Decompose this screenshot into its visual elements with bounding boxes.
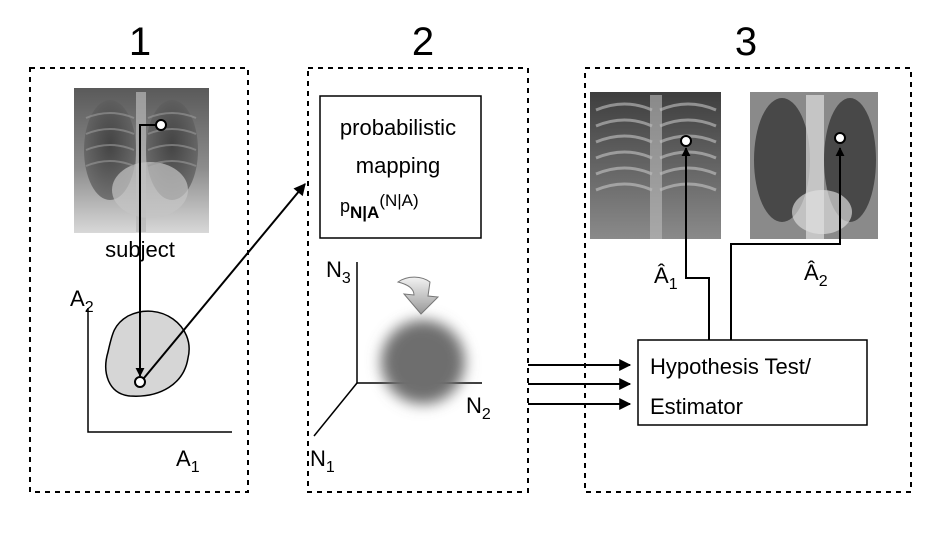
panel1-axes	[87, 308, 232, 433]
panel-number-1: 1	[129, 20, 151, 64]
estimator-line2: Estimator	[650, 394, 743, 419]
estimate-1-label: Â1	[654, 263, 678, 293]
parameter-point-marker	[134, 376, 146, 388]
panel-number-2: 2	[412, 20, 434, 64]
subject-chest-xray	[74, 88, 209, 233]
panel-2-border	[307, 67, 529, 493]
mapping-arrow	[143, 183, 306, 379]
panel-1-border	[29, 67, 249, 493]
parameter-region	[105, 310, 190, 397]
estimate-2-point-marker	[834, 132, 846, 144]
estimator-line1: Hypothesis Test/	[650, 354, 812, 379]
panel-3-border	[584, 67, 912, 493]
mapping-box-line1: probabilistic	[340, 115, 456, 140]
subject-to-parameter-arrow	[135, 124, 161, 377]
xray-point-marker	[155, 119, 167, 131]
axis-n3-label: N3	[326, 257, 351, 287]
hypothesis-test-estimator-box	[637, 339, 868, 426]
estimate-2-label: Â2	[804, 260, 828, 290]
probabilistic-mapping-box	[319, 95, 482, 239]
estimate-2-arrow	[730, 147, 845, 340]
estimate-1-arrow	[681, 147, 710, 340]
axis-a1-label: A1	[176, 446, 200, 476]
estimate-1-xray	[590, 92, 721, 239]
axis-a2-label: A2	[70, 286, 94, 316]
estimate-2-xray	[750, 92, 878, 239]
axis-n2-label: N2	[466, 393, 491, 423]
mapping-box-line2: mapping	[356, 153, 440, 178]
estimate-1-point-marker	[680, 135, 692, 147]
axis-n1-label: N1	[310, 446, 335, 476]
panel-number-3: 3	[735, 20, 757, 64]
curved-down-arrow-icon	[396, 276, 440, 315]
mapping-formula: pN|A(N|A)	[340, 191, 419, 222]
probability-distribution-blob	[381, 320, 465, 404]
